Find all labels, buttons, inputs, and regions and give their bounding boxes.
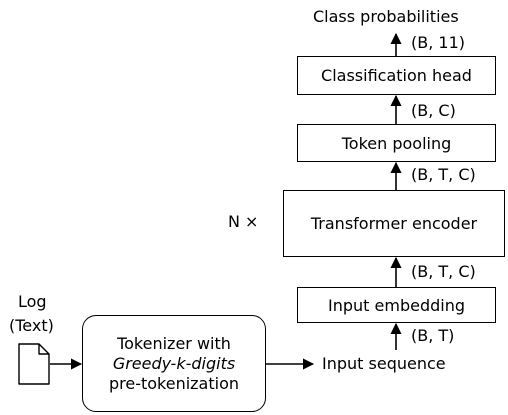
text-label: (Text) [9, 316, 54, 335]
shape-sequence: (B, T) [411, 326, 455, 345]
shape-embedding-output: (B, T, C) [411, 262, 476, 281]
token-pooling-block: Token pooling [297, 124, 496, 162]
tokenizer-line-3: pre-tokenization [108, 373, 240, 393]
log-label: Log [18, 292, 47, 311]
repeat-count-label: N × [228, 212, 259, 231]
shape-head-output: (B, 11) [411, 33, 465, 52]
transformer-encoder-block: Transformer encoder [283, 190, 505, 257]
shape-encoder-output: (B, T, C) [411, 165, 476, 184]
shape-pool-output: (B, C) [411, 101, 456, 120]
document-icon [18, 343, 50, 385]
input-sequence-label: Input sequence [322, 354, 446, 373]
tokenizer-line-1: Tokenizer with [117, 333, 231, 353]
classification-head-block: Classification head [297, 56, 496, 95]
tokenizer-line-2: Greedy-k-digits [112, 353, 236, 373]
input-embedding-block: Input embedding [297, 287, 496, 323]
output-label: Class probabilities [313, 7, 459, 26]
tokenizer-block: Tokenizer with Greedy-k-digits pre-token… [82, 315, 266, 412]
